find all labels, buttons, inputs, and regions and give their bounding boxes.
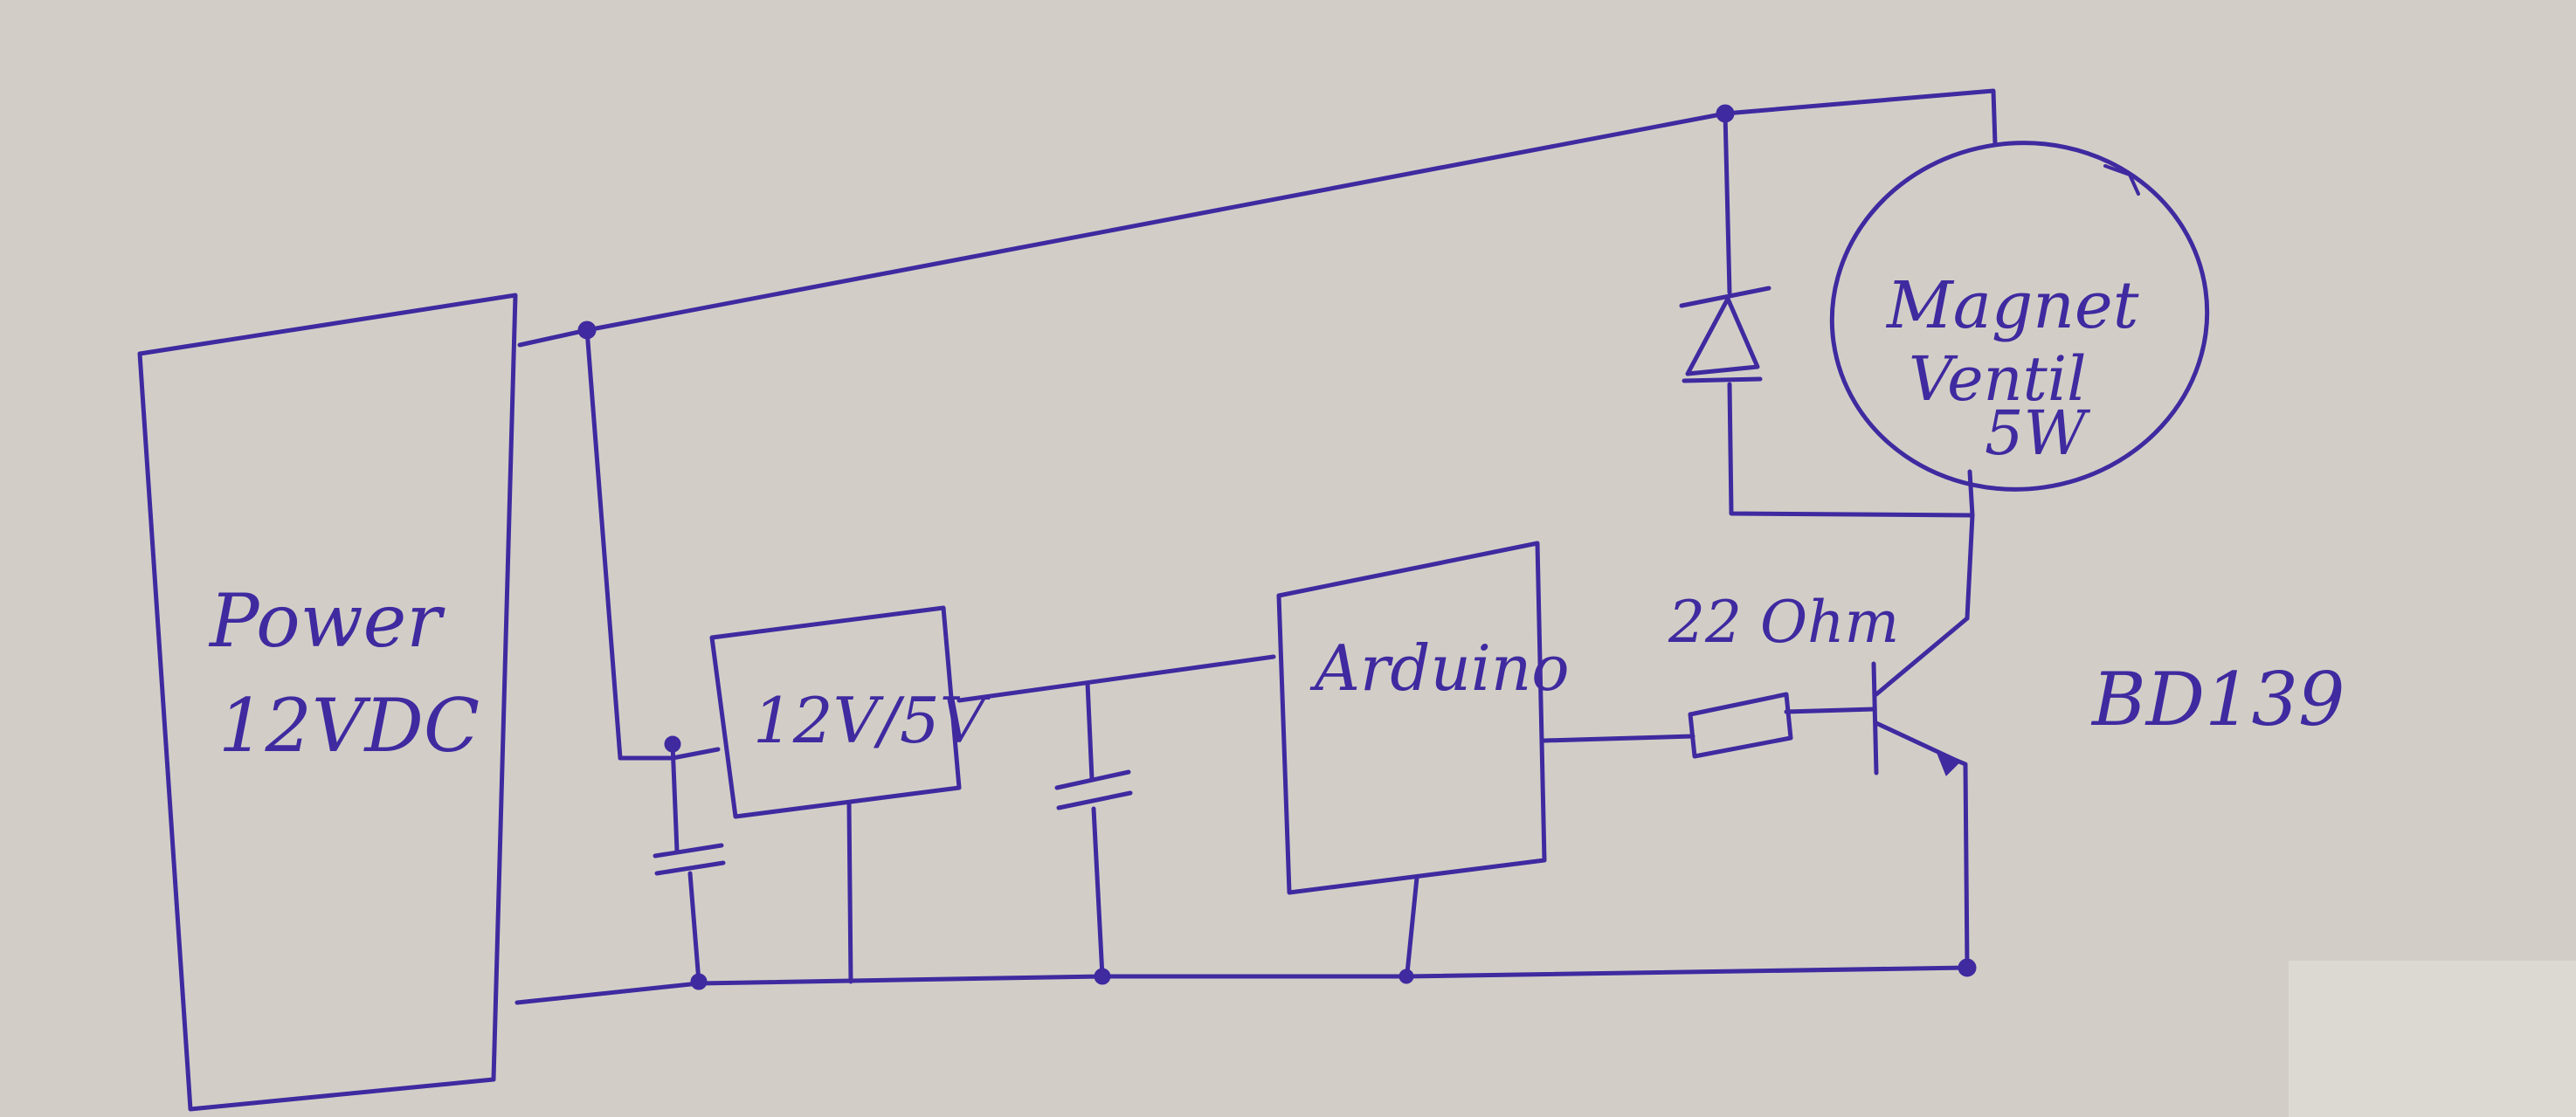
power-label-line2: 12VDC — [218, 683, 480, 769]
regulator-label: 12V/5V — [753, 684, 991, 757]
arduino-box — [1276, 541, 1547, 895]
input-capacitor-plate-bottom — [654, 860, 726, 876]
junction-dot-ground-1 — [690, 973, 708, 990]
output-capacitor-lead-top — [1085, 680, 1095, 782]
transistor-collector-leg — [1874, 616, 1970, 697]
diode-cathode-bar — [1679, 286, 1771, 308]
diode-bottom-wire — [1727, 382, 1975, 518]
transistor-emitter-arrow — [1934, 748, 1959, 776]
power-supply-box — [137, 293, 518, 1112]
regulator-input-wire — [584, 328, 721, 761]
transistor-label: BD139 — [2090, 657, 2345, 742]
magnet-valve-circle-tick — [2103, 164, 2140, 196]
transistor-base-bar — [1871, 661, 1879, 776]
input-capacitor-lead-top — [670, 741, 680, 854]
diode-anode-bar — [1682, 376, 1763, 383]
diode-top-wire — [1723, 111, 1732, 295]
resistor-to-base-wire — [1784, 707, 1876, 714]
valve-label-line1: Magnet — [1885, 268, 2139, 343]
output-capacitor-plate-top — [1054, 769, 1131, 790]
five-volt-wire — [957, 654, 1276, 703]
input-capacitor-lead-bottom — [687, 871, 701, 984]
resistor-body — [1688, 692, 1793, 759]
paper-light-corner — [2289, 961, 2576, 1117]
regulator-box — [709, 605, 962, 819]
junction-dot-ground-2 — [1094, 968, 1111, 985]
arduino-label: Arduino — [1309, 631, 1570, 705]
output-capacitor-lead-bottom — [1091, 806, 1105, 979]
valve-label-line3: 5W — [1985, 397, 2091, 469]
junction-dot-ground-4 — [1958, 958, 1977, 977]
arduino-ground-wire — [1404, 875, 1419, 984]
valve-label-line2: Ventil — [1909, 343, 2087, 415]
junction-dot-ground-3 — [1398, 969, 1414, 984]
diode-triangle — [1685, 296, 1760, 376]
output-capacitor-plate-bottom — [1056, 790, 1133, 810]
arduino-output-wire — [1542, 734, 1695, 743]
regulator-ground-wire — [846, 801, 853, 984]
magnet-valve-circle — [1829, 141, 2210, 492]
resistor-label: 22 Ohm — [1668, 589, 1899, 656]
emitter-ground-wire — [1952, 757, 1970, 970]
input-capacitor-plate-top — [653, 843, 724, 858]
power-label-line1: Power — [208, 578, 445, 664]
